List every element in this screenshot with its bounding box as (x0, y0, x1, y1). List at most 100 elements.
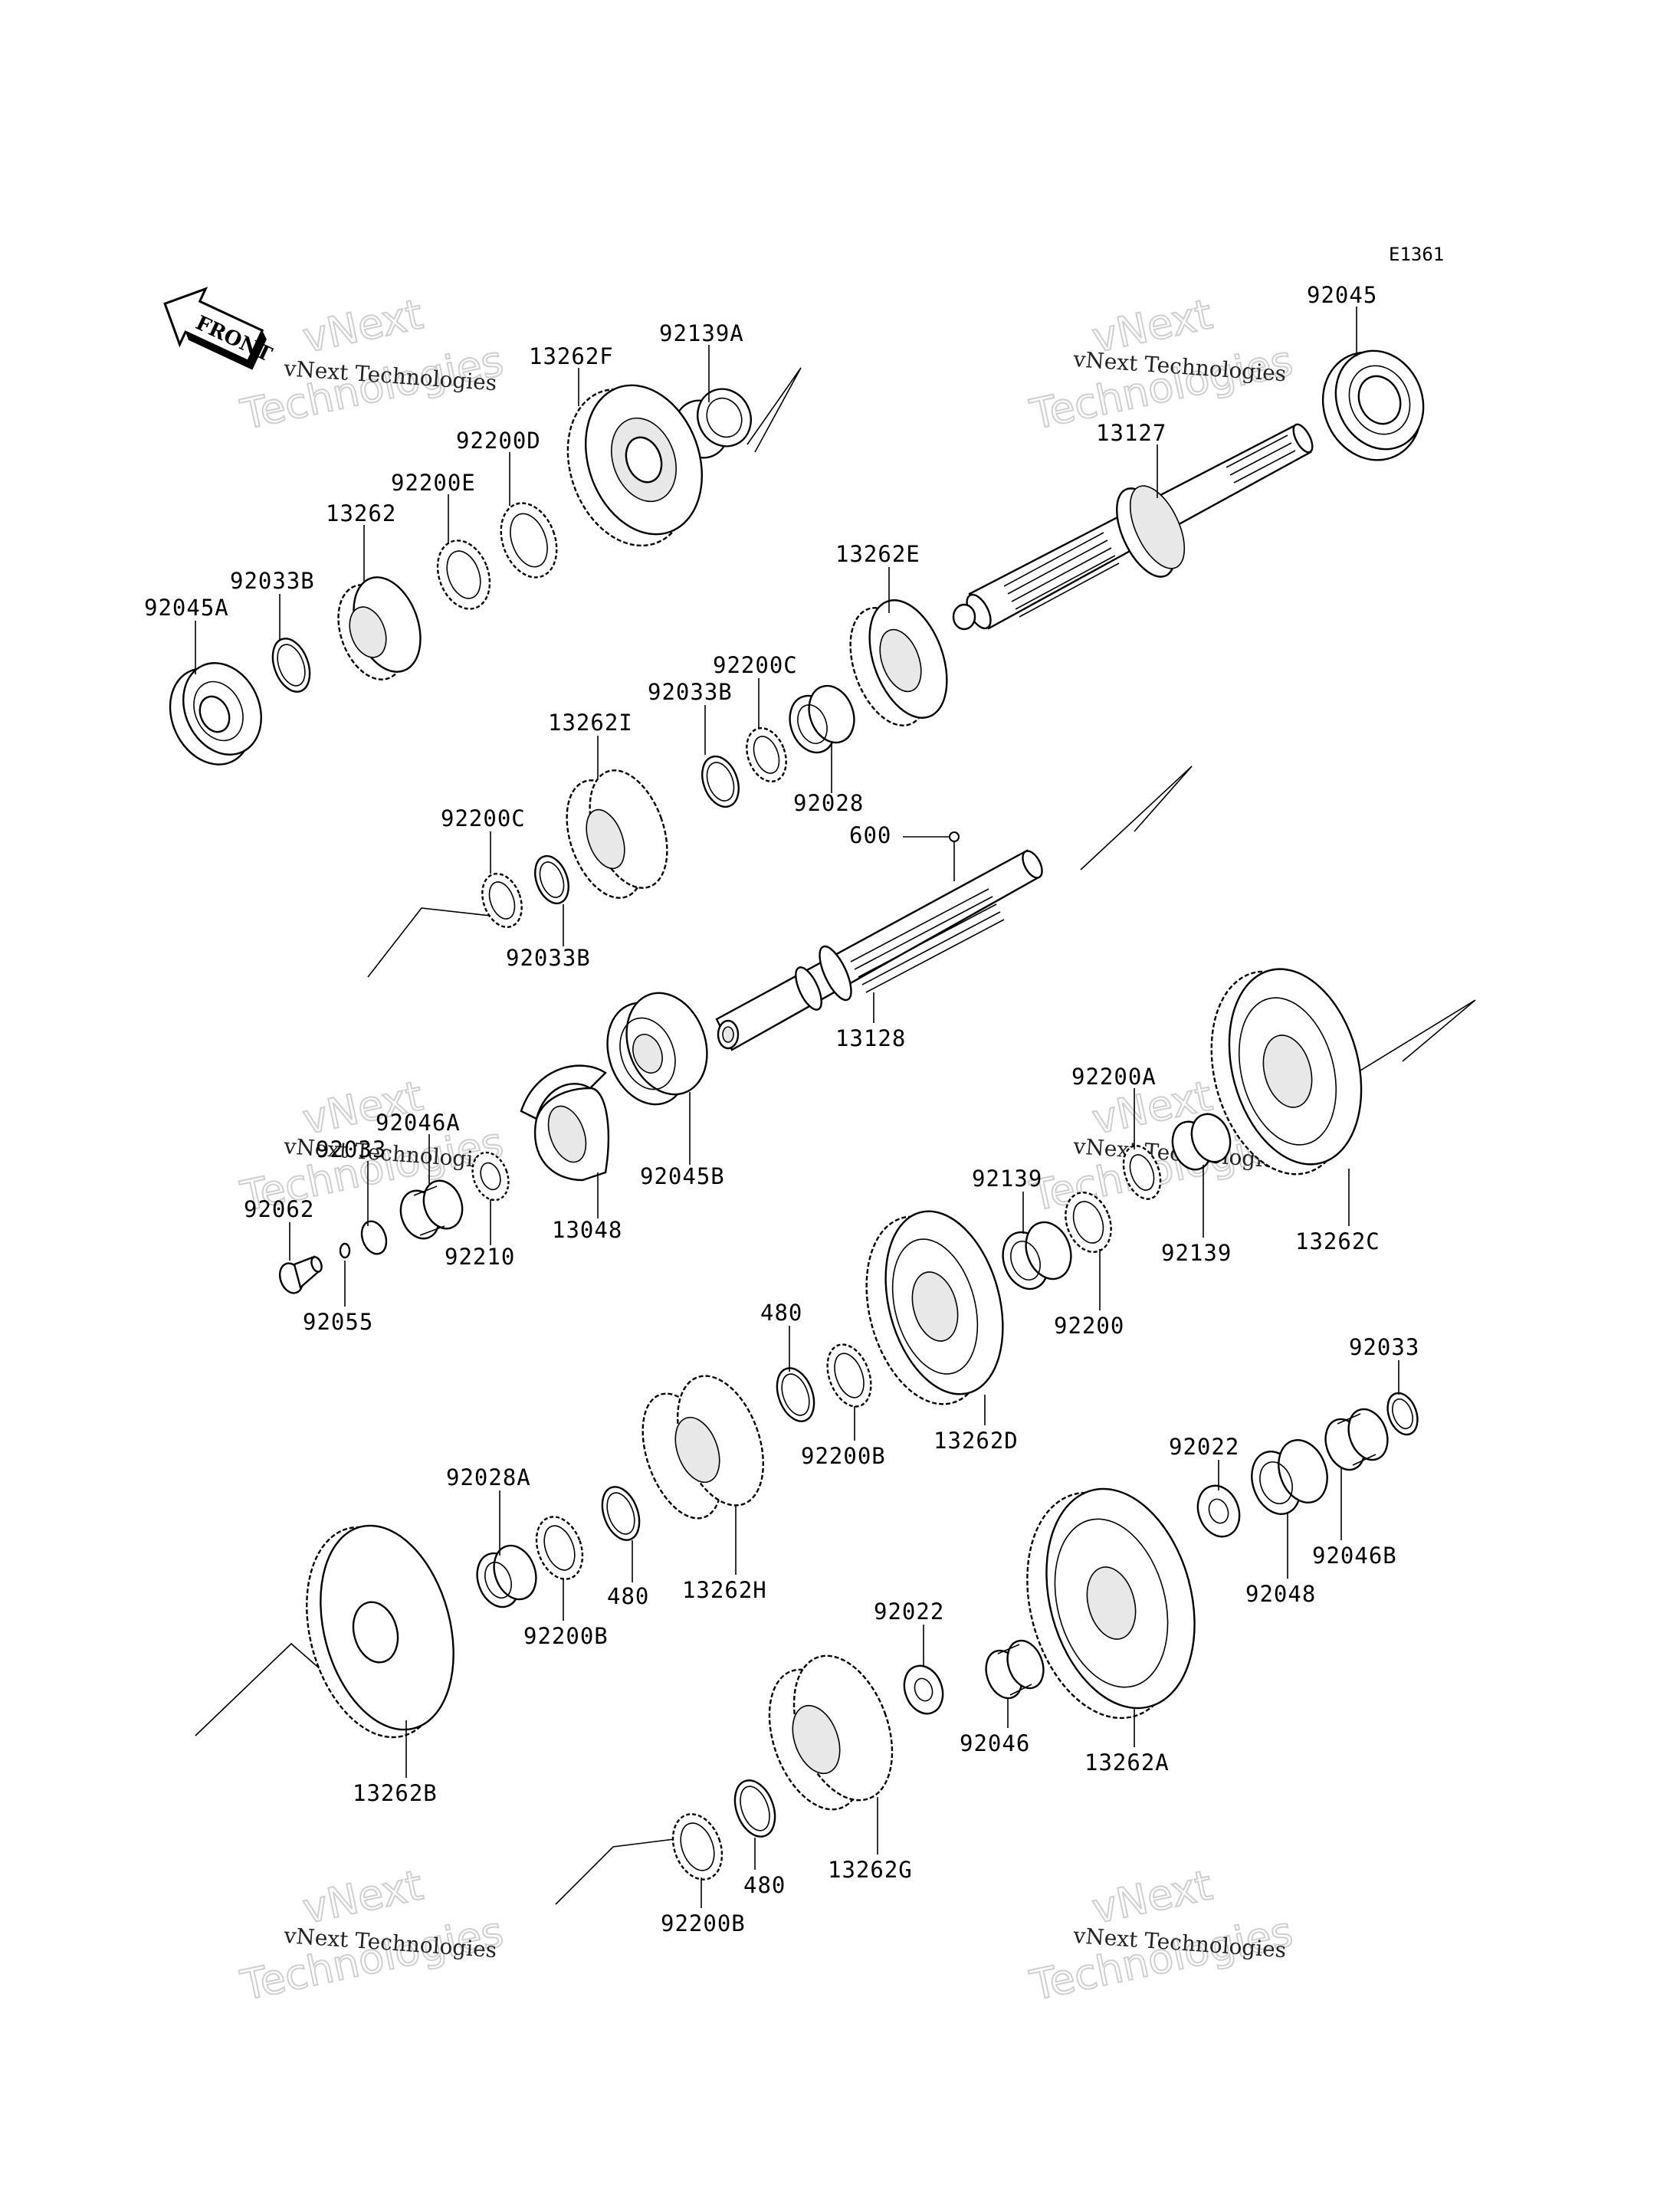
label-13048: 13048 (552, 1217, 622, 1243)
label-13262F: 13262F (529, 343, 614, 369)
label-13127: 13127 (1096, 420, 1166, 446)
part-92200A-washer (1122, 1145, 1162, 1200)
label-92200C-top: 92200C (713, 652, 798, 678)
part-92200B-washer-low (671, 1813, 724, 1881)
part-13262A-gear (1026, 1487, 1196, 1720)
label-13262H: 13262H (682, 1577, 767, 1603)
svg-text:vNext: vNext (299, 290, 427, 362)
part-92048-collar (1251, 1439, 1328, 1515)
part-13262-gear (337, 576, 422, 680)
part-13262E-gear (849, 599, 948, 726)
label-13262B: 13262B (353, 1780, 438, 1806)
part-13262G-gear (768, 1654, 894, 1811)
label-92045A: 92045A (144, 595, 229, 621)
label-92022-low: 92022 (874, 1599, 944, 1625)
part-92028-bushing (789, 684, 855, 754)
label-13262E: 13262E (835, 541, 920, 567)
part-92022-washer-right (1196, 1484, 1241, 1538)
part-92055-oring (339, 1242, 351, 1259)
label-92062: 92062 (244, 1196, 314, 1222)
label-480-low: 480 (743, 1872, 786, 1898)
svg-text:vNext: vNext (1088, 1861, 1216, 1933)
label-13262: 13262 (326, 500, 396, 526)
part-13262C-gear (1210, 968, 1363, 1176)
label-92200C-left: 92200C (441, 805, 526, 831)
label-92046: 92046 (960, 1730, 1030, 1756)
label-92028A: 92028A (446, 1464, 531, 1490)
label-92200B-mid: 92200B (523, 1623, 609, 1649)
label-92045: 92045 (1307, 282, 1377, 308)
part-92200B-washer-mid (535, 1516, 584, 1580)
diagram-code: E1361 (1389, 244, 1444, 265)
label-13262C: 13262C (1295, 1228, 1380, 1254)
label-92033-right: 92033 (1349, 1334, 1419, 1360)
part-92200C-washer-top (746, 726, 787, 783)
label-92028: 92028 (793, 790, 864, 816)
label-92046B: 92046B (1312, 1543, 1397, 1569)
part-13262I-gear (566, 769, 668, 899)
label-13262A: 13262A (1084, 1749, 1170, 1776)
part-13127-shaft (952, 423, 1314, 631)
watermark-top-left: vNext Technologies vNext Technologies (236, 289, 508, 440)
label-92200E: 92200E (391, 470, 476, 496)
part-92045A-bearing (169, 662, 262, 766)
part-92033-circlip (360, 1220, 388, 1255)
label-92022-right: 92022 (1169, 1434, 1239, 1460)
part-13048-housing (520, 1064, 610, 1182)
part-480-circlip-low (733, 1779, 776, 1838)
part-92045B-bearing (606, 992, 708, 1106)
part-92046B-bearing (1324, 1408, 1389, 1471)
part-92022-washer-low (903, 1664, 944, 1715)
part-92200B-washer-top (826, 1343, 872, 1408)
part-480-circlip-top (776, 1367, 815, 1422)
label-92200: 92200 (1054, 1313, 1124, 1339)
part-92033B-circlip-low (534, 854, 569, 905)
leader-lines (195, 307, 1399, 1908)
part-92033-circlip-right (1386, 1392, 1419, 1436)
watermark-top-right: vNext Technologies vNext Technologies (1025, 289, 1298, 440)
part-13262B-gear (306, 1524, 454, 1739)
label-92139A: 92139A (659, 320, 744, 346)
label-13262D: 13262D (934, 1428, 1019, 1454)
part-92046-bearing (985, 1639, 1045, 1700)
label-92200B-top: 92200B (801, 1443, 886, 1469)
label-92200B-low: 92200B (661, 1910, 746, 1936)
part-92210-collar (471, 1151, 510, 1202)
part-92200C-washer-left (481, 872, 523, 929)
front-arrow-icon: FRONT (163, 287, 276, 370)
part-480-circlip-mid (601, 1486, 641, 1541)
label-600: 600 (849, 822, 891, 848)
label-92200D: 92200D (456, 428, 541, 454)
part-92045-bearing (1321, 349, 1425, 461)
part-92033B-circlip-mid (701, 755, 740, 808)
watermark-bottom-right: vNext Technologies vNext Technologies (1025, 1860, 1298, 2011)
part-13262H-gear (641, 1375, 764, 1520)
label-13262G: 13262G (828, 1857, 913, 1883)
label-92139-right: 92139 (1161, 1240, 1232, 1266)
part-92033B-circlip-top (271, 638, 311, 693)
label-92033: 92033 (316, 1136, 386, 1162)
watermark-bottom-left: vNext Technologies vNext Technologies (236, 1860, 508, 2011)
part-92200D-washer (500, 502, 558, 579)
label-92033B-top: 92033B (230, 568, 315, 594)
part-92200-washer (1065, 1192, 1112, 1253)
label-13262I: 13262I (548, 710, 633, 736)
part-92139-bearing-right (1171, 1113, 1232, 1171)
part-92200E-washer (436, 539, 491, 610)
part-600-marker (903, 831, 960, 881)
label-480-top: 480 (760, 1300, 802, 1326)
part-13262F-gear (566, 384, 704, 547)
part-labels: 92045 92139A 13262F 13127 92200D 92200E … (144, 282, 1419, 1936)
label-480-mid: 480 (607, 1583, 649, 1609)
part-13128-shaft (715, 849, 1043, 1051)
part-92062-bolt (278, 1255, 323, 1294)
label-13128: 13128 (835, 1025, 906, 1051)
label-92046A: 92046A (376, 1110, 461, 1136)
part-92028A-bushing (476, 1544, 537, 1608)
label-92210: 92210 (445, 1244, 515, 1270)
part-13262D-gear (865, 1210, 1004, 1405)
label-92033B-mid: 92033B (648, 679, 733, 705)
part-92139-bearing-top (1002, 1221, 1072, 1290)
label-92200A: 92200A (1071, 1064, 1157, 1090)
